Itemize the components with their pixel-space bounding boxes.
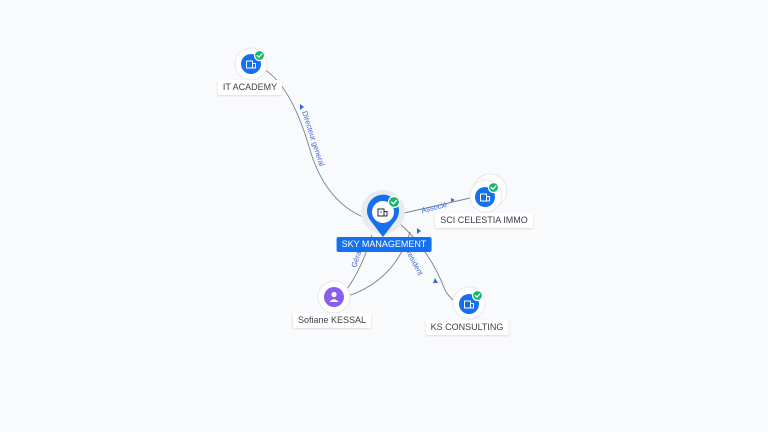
verified-check-icon (387, 195, 401, 209)
edge-ks-consulting (397, 221, 463, 306)
node-label-ks-consulting[interactable]: KS CONSULTING (425, 320, 509, 335)
building-icon (464, 300, 474, 309)
building-icon (377, 208, 388, 217)
arrow-it-academy (300, 104, 304, 110)
arrow-sci-celestia (451, 198, 455, 202)
building-icon (480, 193, 490, 202)
node-sci-celestia-immo[interactable] (469, 173, 508, 213)
node-sofiane-kessal[interactable] (317, 280, 351, 314)
person-icon (329, 291, 339, 302)
node-sky-management[interactable] (361, 190, 405, 237)
node-it-academy[interactable] (234, 47, 268, 81)
verified-check-icon (487, 181, 500, 194)
arrow-ks-consulting (433, 278, 438, 283)
node-label-it-academy[interactable]: IT ACADEMY (217, 80, 283, 95)
building-icon (246, 60, 256, 69)
node-label-sci-celestia-immo[interactable]: SCI CELESTIA IMMO (435, 213, 533, 228)
verified-check-icon (471, 289, 484, 302)
node-ks-consulting[interactable] (452, 286, 486, 320)
verified-check-icon (253, 49, 266, 62)
node-label-sofiane-kessal[interactable]: Sofiane KESSAL (292, 313, 372, 328)
arrow-person (417, 228, 421, 234)
node-label-sky-management[interactable]: SKY MANAGEMENT (336, 237, 432, 252)
edge-it-academy (257, 65, 379, 223)
